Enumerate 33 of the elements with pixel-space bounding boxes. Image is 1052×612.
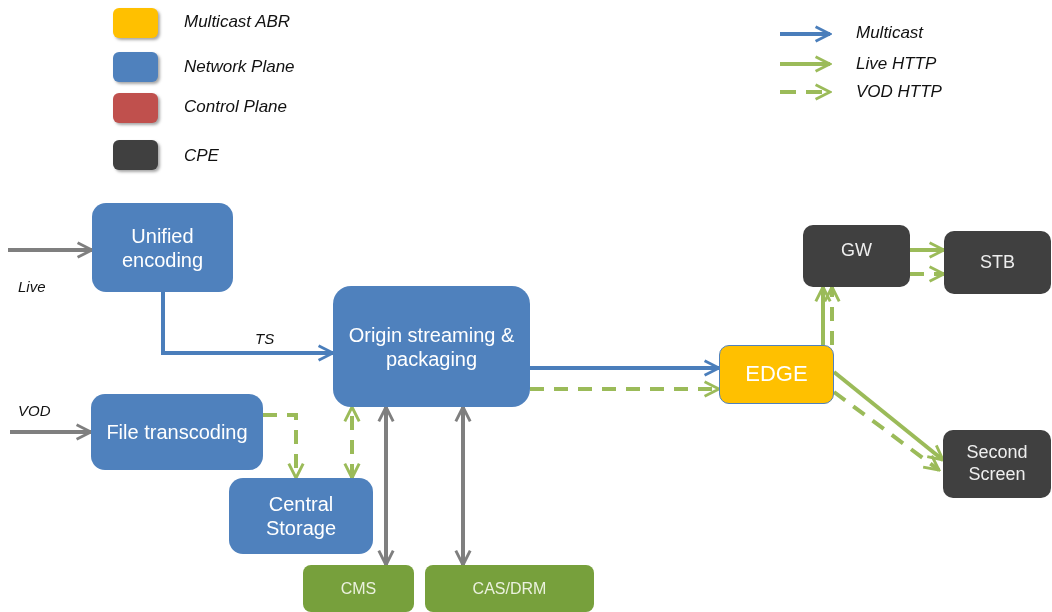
edge-box: EDGE [719,345,834,404]
legend-label: Multicast ABR [184,12,291,32]
arrow [10,423,93,441]
arrow [377,405,395,567]
arrow [814,285,832,345]
arrow [832,390,941,472]
arrow [530,359,721,377]
legend-label: Control Plane [184,97,287,117]
control-box: CMS [303,565,414,612]
arrow [910,265,946,283]
process-box: Unified encoding [92,203,233,292]
legend-label: Live HTTP [856,54,937,74]
arrow [823,285,841,345]
legend-label: CPE [184,146,219,166]
arrow [343,405,361,480]
arrow [832,370,945,462]
legend-label: VOD HTTP [856,82,942,102]
legend-label: Multicast [856,23,924,43]
arrow [263,413,305,480]
control-box: CAS/DRM [425,565,594,612]
arrow [910,241,946,259]
arrow [161,292,335,362]
device-box: Second Screen [943,430,1051,498]
process-box: Origin streaming & packaging [333,286,530,407]
storage-box: Central Storage [229,478,373,554]
device-box: GW [803,225,910,287]
edge-label: Live [18,278,46,295]
process-box: File transcoding [91,394,263,470]
legend-label: Network Plane [184,57,295,77]
arrow [530,380,721,398]
arrow [454,405,472,567]
arrow [8,241,94,259]
device-box: STB [944,231,1051,294]
